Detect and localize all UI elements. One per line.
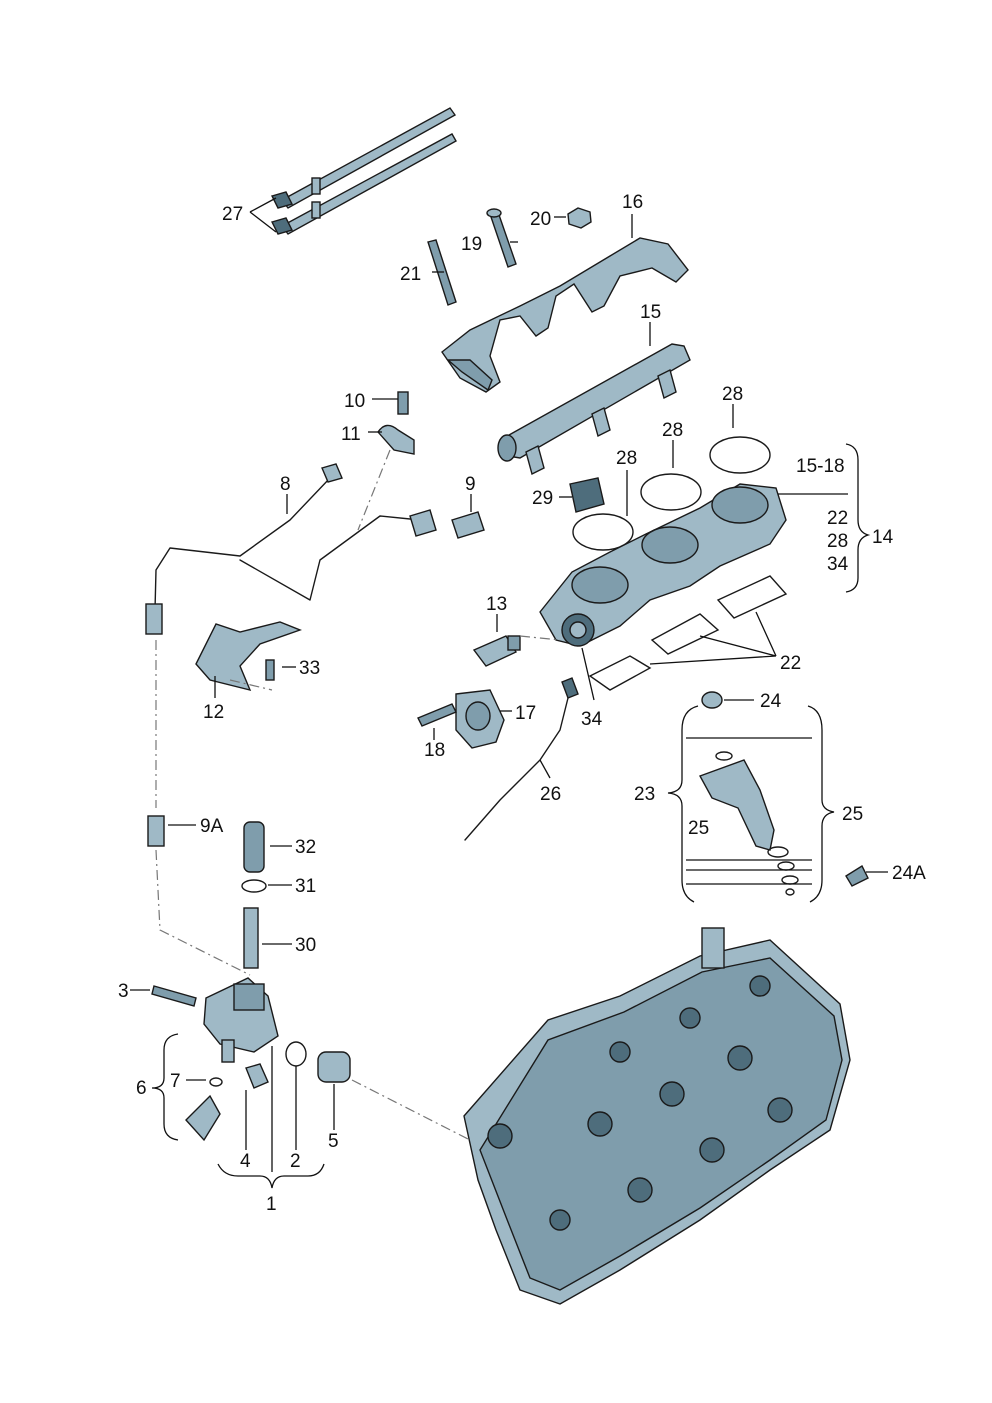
gasket-lower-part xyxy=(588,575,788,691)
label-16: 16 xyxy=(622,192,643,213)
label-13: 13 xyxy=(486,594,507,615)
cable-ties-part xyxy=(270,107,457,235)
label-15: 15 xyxy=(640,302,661,323)
label-12: 12 xyxy=(203,702,224,723)
union-9a-part xyxy=(147,815,165,847)
label-17: 17 xyxy=(515,703,536,724)
label-9a: 9A xyxy=(200,816,224,837)
label-23: 23 xyxy=(634,784,655,805)
bolt-part xyxy=(486,208,517,268)
fuel-rail-part xyxy=(497,343,691,476)
label-25: 25 xyxy=(842,804,863,825)
label-10: 10 xyxy=(344,391,365,412)
label-1: 1 xyxy=(266,1194,277,1215)
label-34-group: 34 xyxy=(827,554,849,575)
label-20: 20 xyxy=(530,209,551,230)
label-4: 4 xyxy=(240,1151,251,1172)
injector-part xyxy=(698,691,869,896)
label-9: 9 xyxy=(465,474,476,495)
label-15-18: 15-18 xyxy=(796,456,845,477)
label-5: 5 xyxy=(328,1131,339,1152)
clamp-part xyxy=(241,879,267,893)
label-33: 33 xyxy=(299,658,320,679)
screw-part xyxy=(265,659,275,681)
gasket-part xyxy=(572,436,771,551)
label-32: 32 xyxy=(295,837,316,858)
pump-part xyxy=(151,977,351,1142)
position-sensor-part xyxy=(417,689,505,749)
label-31: 31 xyxy=(295,876,316,897)
clip-part xyxy=(377,391,415,455)
label-28-group: 28 xyxy=(827,531,848,552)
label-18: 18 xyxy=(424,740,445,761)
label-19: 19 xyxy=(461,234,482,255)
callout-labels: 27 21 19 20 16 15 10 11 8 9 28 28 28 29 … xyxy=(118,192,926,1215)
label-27: 27 xyxy=(222,204,243,225)
label-29: 29 xyxy=(532,488,553,509)
label-28-low: 28 xyxy=(616,448,637,469)
label-34: 34 xyxy=(581,709,603,730)
label-11: 11 xyxy=(341,424,361,445)
label-26: 26 xyxy=(540,784,561,805)
label-7: 7 xyxy=(170,1071,181,1092)
label-24a: 24A xyxy=(892,863,926,884)
union-part xyxy=(451,511,485,539)
label-3: 3 xyxy=(118,981,129,1002)
label-14: 14 xyxy=(872,527,894,548)
bracket-part xyxy=(441,237,689,393)
label-8: 8 xyxy=(280,474,291,495)
fuel-line-part xyxy=(145,463,437,635)
leader-lines xyxy=(130,197,888,1189)
label-28-mid: 28 xyxy=(662,420,683,441)
bracket-small-part xyxy=(195,621,302,692)
sleeve-part xyxy=(243,821,265,873)
sensor-part xyxy=(472,635,521,667)
label-24: 24 xyxy=(760,691,782,712)
label-30: 30 xyxy=(295,935,316,956)
label-22-group: 22 xyxy=(827,508,848,529)
nut-part xyxy=(567,207,592,229)
cylinder-head-part xyxy=(463,927,851,1305)
label-21: 21 xyxy=(400,264,421,285)
insert-part xyxy=(569,477,605,513)
label-22: 22 xyxy=(780,653,801,674)
union-stud-part xyxy=(243,907,259,969)
label-2: 2 xyxy=(290,1151,301,1172)
label-25-inner: 25 xyxy=(688,818,709,839)
intake-manifold-part xyxy=(539,483,787,647)
label-6: 6 xyxy=(136,1078,147,1099)
label-28-top: 28 xyxy=(722,384,743,405)
assembly-lines xyxy=(155,449,561,1141)
